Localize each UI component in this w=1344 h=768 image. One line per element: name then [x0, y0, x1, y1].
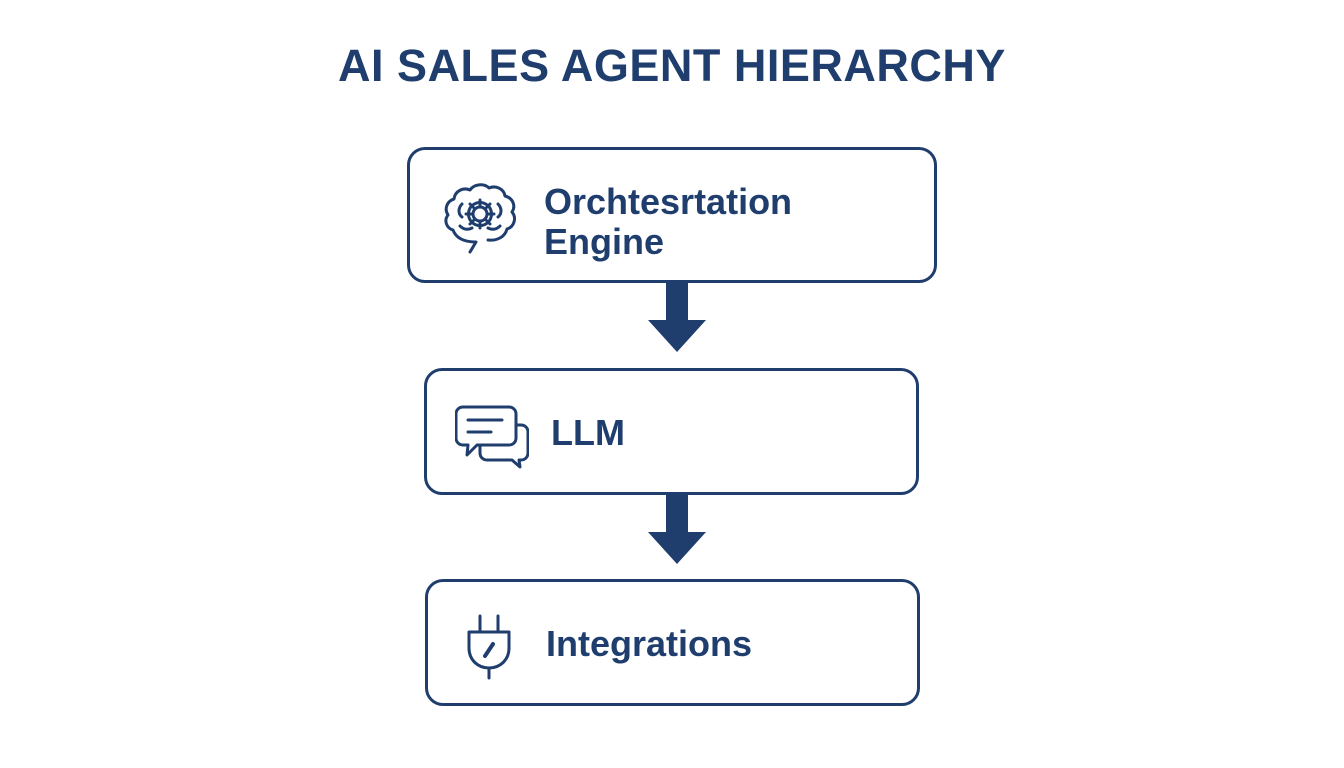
node-label-integrations: Integrations: [546, 623, 753, 664]
down-arrow-1: [648, 282, 706, 359]
plug-icon: [464, 612, 516, 682]
node-label-orchestration: Orchtesrtation Engine: [544, 182, 914, 262]
down-arrow-2: [648, 494, 706, 571]
node-label-llm: LLM: [551, 412, 625, 453]
diagram-title: AI SALES AGENT HIERARCHY: [338, 40, 1006, 91]
node-llm: LLM: [424, 368, 919, 495]
node-label-line2: Engine: [544, 221, 665, 262]
node-integrations: Integrations: [425, 579, 920, 706]
chat-bubbles-icon: [455, 403, 529, 469]
node-orchestration-engine: Orchtesrtation Engine: [407, 147, 937, 283]
brain-gear-icon: [440, 180, 520, 260]
node-label-line1: Orchtesrtation: [544, 181, 793, 222]
